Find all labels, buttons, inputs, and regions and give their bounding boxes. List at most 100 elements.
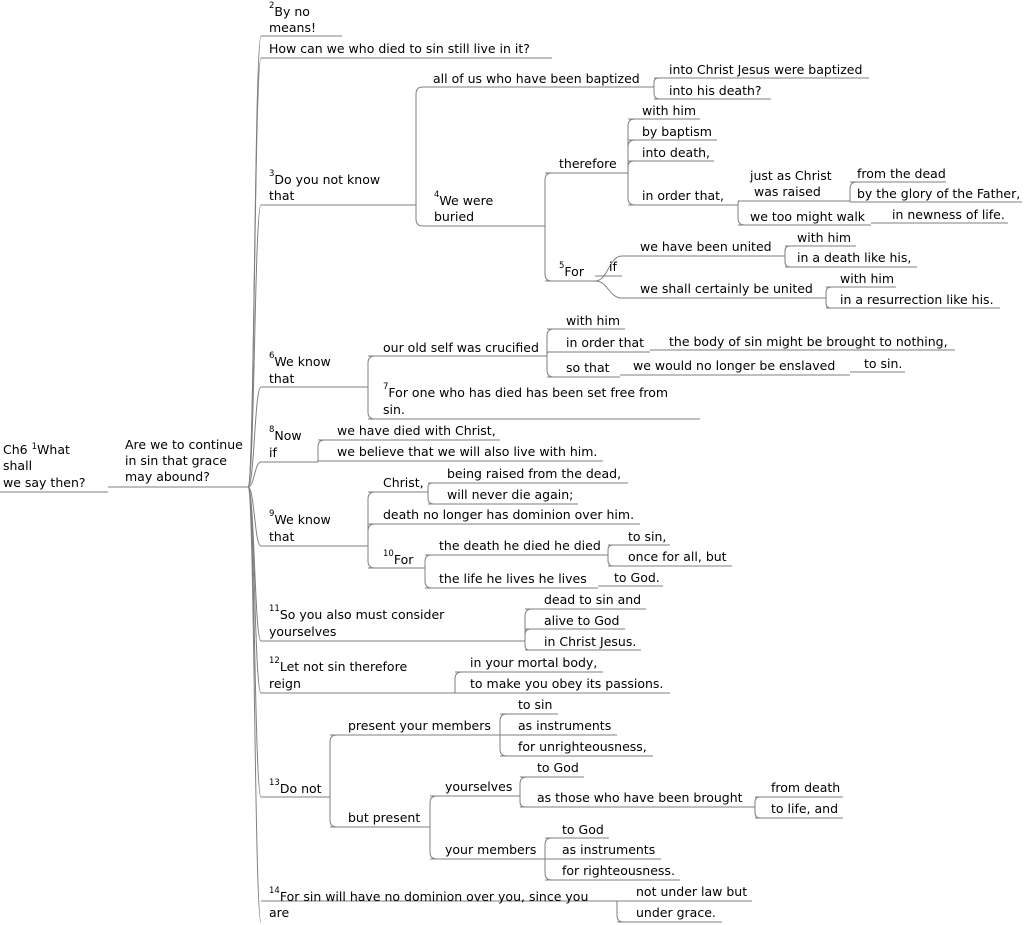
dead-to-sin-node[interactable]: dead to sin and (544, 592, 641, 607)
resurrection-like-his-node[interactable]: in a resurrection like his. (840, 292, 994, 307)
verse-11-node[interactable]: 11So you also must consider yourselves (269, 604, 448, 639)
newness-of-life-node[interactable]: in newness of life. (892, 207, 1005, 222)
for-righteousness-node[interactable]: for righteousness. (562, 863, 675, 878)
baptized-node[interactable]: all of us who have been baptized (433, 71, 640, 86)
branch-connector (519, 796, 526, 808)
into-christ-jesus-node[interactable]: into Christ Jesus were baptized (669, 62, 862, 77)
yourselves-node[interactable]: yourselves (445, 779, 512, 794)
branch-connector (544, 859, 553, 881)
in-christ-jesus-node[interactable]: in Christ Jesus. (544, 634, 636, 649)
verse-5-node[interactable]: 5For (559, 261, 585, 279)
to-life-node[interactable]: to life, and (771, 801, 838, 816)
verse-10-node[interactable]: 10For (383, 549, 414, 567)
to-god-node[interactable]: to God. (614, 570, 660, 585)
verse-13-node[interactable]: 13Do not (269, 778, 322, 796)
verse-2-node[interactable]: 2By no means! (269, 1, 316, 35)
with-him-node[interactable]: with him (797, 230, 851, 245)
branch-connector (627, 160, 635, 173)
old-self-crucified-node[interactable]: our old self was crucified (383, 340, 539, 355)
branch-connector (784, 245, 791, 256)
verse-9-node[interactable]: 9We know that (269, 509, 335, 544)
chapter-label: Ch6 (3, 442, 28, 457)
but-present-node[interactable]: but present (348, 810, 420, 825)
by-baptism-node[interactable]: by baptism (642, 124, 712, 139)
branch-connector (627, 118, 636, 173)
verse-number: 9 (269, 509, 274, 519)
branch-connector (454, 671, 463, 693)
as-instruments-node[interactable]: as instruments (518, 718, 611, 733)
life-he-lives-node[interactable]: the life he lives he lives (439, 571, 587, 586)
node-line: that (269, 371, 294, 386)
just-as-christ-node[interactable]: just as Christ was raised (749, 168, 836, 199)
branch-connector (524, 641, 530, 651)
alive-to-god-node[interactable]: alive to God (544, 613, 619, 628)
verse-number: 13 (269, 778, 280, 788)
death-like-his-node[interactable]: in a death like his, (797, 250, 911, 265)
to-sin-node[interactable]: to sin (518, 697, 552, 712)
not-under-law-node[interactable]: not under law but (636, 884, 747, 899)
branch-connector (607, 544, 614, 555)
verse-14-node[interactable]: 14For sin will have no dominion over you… (269, 886, 592, 920)
glory-of-father-node[interactable]: by the glory of the Father, (857, 186, 1020, 201)
verse-7-node[interactable]: 7For one who has died has been set free … (383, 382, 672, 417)
node-line: For one who has died has been set free f… (388, 385, 668, 400)
mortal-body-node[interactable]: in your mortal body, (470, 655, 597, 670)
with-him-node[interactable]: with him (840, 271, 894, 286)
verse-number: 1 (32, 442, 37, 452)
question-node[interactable]: Are we to continue in sin that grace may… (125, 437, 247, 484)
branch-connector (317, 460, 319, 462)
from-the-dead-node[interactable]: from the dead (857, 166, 946, 181)
to-sin-node[interactable]: to sin. (864, 356, 902, 371)
if-node[interactable]: if (609, 259, 617, 274)
branch-connector (247, 486, 262, 923)
therefore-node[interactable]: therefore (559, 156, 617, 171)
verse-6-node[interactable]: 6We know that (269, 351, 335, 386)
verse-8-node[interactable]: 8Now if (269, 425, 306, 460)
into-death-node[interactable]: into death, (642, 145, 710, 160)
death-he-died-node[interactable]: the death he died he died (439, 538, 601, 553)
present-members-node[interactable]: present your members (348, 718, 491, 733)
in-order-that-node[interactable]: in order that (566, 335, 644, 350)
verse-3-node[interactable]: 3Do you not know that (269, 169, 384, 203)
node-line: that (269, 188, 294, 203)
verse-12-node[interactable]: 12Let not sin therefore reign (269, 656, 411, 691)
branch-connector (825, 298, 832, 309)
live-with-him-node[interactable]: we believe that we will also live with h… (337, 444, 597, 459)
obey-passions-node[interactable]: to make you obey its passions. (470, 676, 663, 691)
branch-connector (627, 173, 636, 206)
verse-2-question-node[interactable]: How can we who died to sin still live in… (269, 41, 530, 56)
node-line: we say then? (3, 475, 86, 490)
brought-node[interactable]: as those who have been brought (537, 790, 743, 805)
we-shall-be-united-node[interactable]: we shall certainly be united (640, 281, 813, 296)
your-members-node[interactable]: your members (445, 842, 536, 857)
node-line: in sin that grace (125, 453, 227, 468)
death-no-dominion-node[interactable]: death no longer has dominion over him. (383, 507, 634, 522)
we-have-been-united-node[interactable]: we have been united (640, 239, 772, 254)
raised-from-dead-node[interactable]: being raised from the dead, (447, 466, 621, 481)
to-god-node[interactable]: to God (562, 822, 604, 837)
to-sin-node[interactable]: to sin, (628, 529, 666, 544)
with-him-node[interactable]: with him (566, 313, 620, 328)
verse-4-node[interactable]: 4We were buried (434, 190, 497, 224)
never-die-again-node[interactable]: will never die again; (447, 487, 573, 502)
branch-connector (427, 482, 433, 492)
died-with-christ-node[interactable]: we have died with Christ, (337, 423, 496, 438)
from-death-node[interactable]: from death (771, 780, 840, 795)
we-too-might-walk-node[interactable]: we too might walk (750, 209, 866, 224)
node-line: was raised (754, 184, 821, 199)
with-him-node[interactable]: with him (642, 103, 696, 118)
under-grace-node[interactable]: under grace. (636, 905, 716, 920)
into-his-death-node[interactable]: into his death? (669, 83, 762, 98)
body-of-sin-node[interactable]: the body of sin might be brought to noth… (669, 334, 948, 349)
node-line: So you also must consider (280, 607, 445, 622)
for-unrighteousness-node[interactable]: for unrighteousness, (518, 739, 647, 754)
christ-node[interactable]: Christ, (383, 475, 424, 490)
to-god-node[interactable]: to God (537, 760, 579, 775)
branch-connector (247, 386, 262, 488)
once-for-all-node[interactable]: once for all, but (628, 549, 727, 564)
in-order-that-node[interactable]: in order that, (642, 188, 724, 203)
no-longer-enslaved-node[interactable]: we would no longer be enslaved (633, 358, 835, 373)
as-instruments-node[interactable]: as instruments (562, 842, 655, 857)
so-that-node[interactable]: so that (566, 360, 610, 375)
